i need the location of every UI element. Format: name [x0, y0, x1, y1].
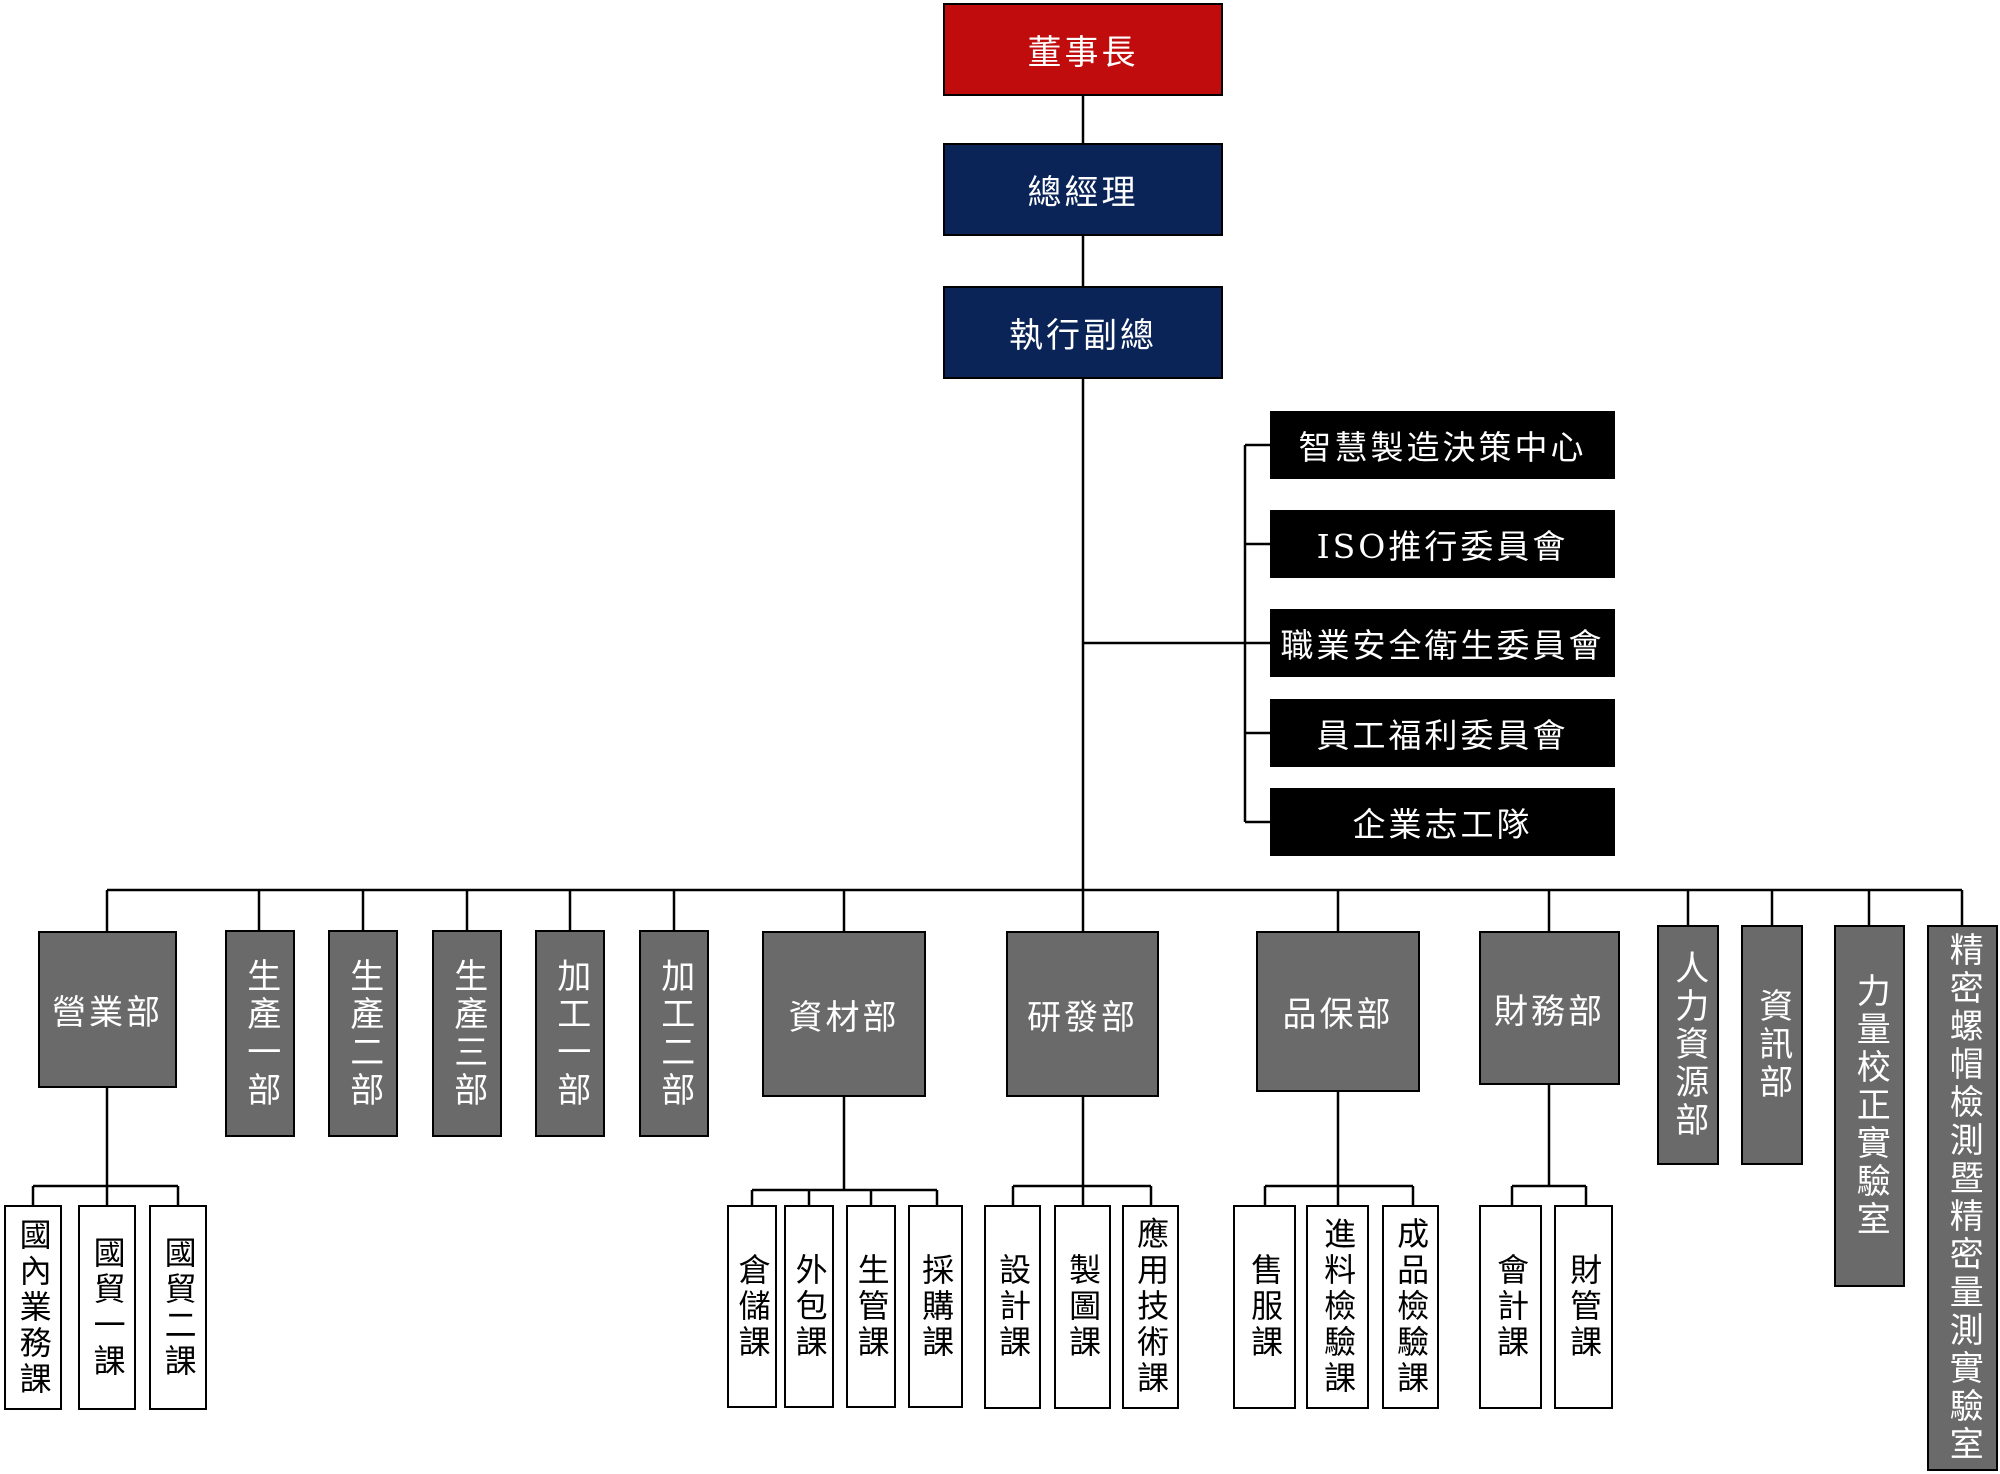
- evp-box: 執行副總: [943, 286, 1223, 379]
- committee-smart-manufacturing: 智慧製造決策中心: [1270, 411, 1615, 479]
- section-accounting: 會計課: [1479, 1205, 1542, 1409]
- president-box: 總經理: [943, 143, 1223, 236]
- section-production-control: 生管課: [846, 1205, 896, 1408]
- committee-iso: ISO推行委員會: [1270, 510, 1615, 578]
- dept-production-2: 生產二部: [328, 930, 398, 1137]
- section-trade-2: 國貿二課: [149, 1205, 207, 1410]
- dept-production-3: 生產三部: [432, 930, 502, 1137]
- dept-finance: 財務部: [1479, 931, 1620, 1085]
- dept-processing-2: 加工二部: [639, 930, 709, 1137]
- section-final-inspection: 成品檢驗課: [1382, 1205, 1439, 1409]
- section-application-tech: 應用技術課: [1122, 1205, 1179, 1409]
- section-after-sales: 售服課: [1233, 1205, 1296, 1409]
- committee-safety: 職業安全衛生委員會: [1270, 609, 1615, 677]
- section-financial-management: 財管課: [1554, 1205, 1613, 1409]
- committee-volunteers: 企業志工隊: [1270, 788, 1615, 856]
- dept-processing-1: 加工一部: [535, 930, 605, 1137]
- dept-hr: 人力資源部: [1657, 925, 1719, 1165]
- section-incoming-inspection: 進料檢驗課: [1306, 1205, 1369, 1409]
- section-outsourcing: 外包課: [784, 1205, 834, 1408]
- section-design: 設計課: [984, 1205, 1041, 1409]
- dept-sales: 營業部: [38, 931, 177, 1088]
- dept-production-1: 生產一部: [225, 930, 295, 1137]
- section-trade-1: 國貿一課: [78, 1205, 136, 1410]
- committee-welfare: 員工福利委員會: [1270, 699, 1615, 767]
- dept-force-lab: 力量校正實驗室: [1834, 925, 1905, 1287]
- section-warehouse: 倉儲課: [727, 1205, 777, 1408]
- section-drafting: 製圖課: [1054, 1205, 1111, 1409]
- dept-materials: 資材部: [762, 931, 926, 1097]
- section-domestic-sales: 國內業務課: [4, 1205, 62, 1410]
- chairman-box: 董事長: [943, 3, 1223, 96]
- section-purchasing: 採購課: [908, 1205, 963, 1408]
- dept-it: 資訊部: [1741, 925, 1803, 1165]
- dept-quality: 品保部: [1256, 931, 1420, 1092]
- dept-rnd: 研發部: [1006, 931, 1159, 1097]
- dept-nut-measurement-lab: 精密螺帽檢測暨精密量測實驗室: [1927, 925, 1998, 1471]
